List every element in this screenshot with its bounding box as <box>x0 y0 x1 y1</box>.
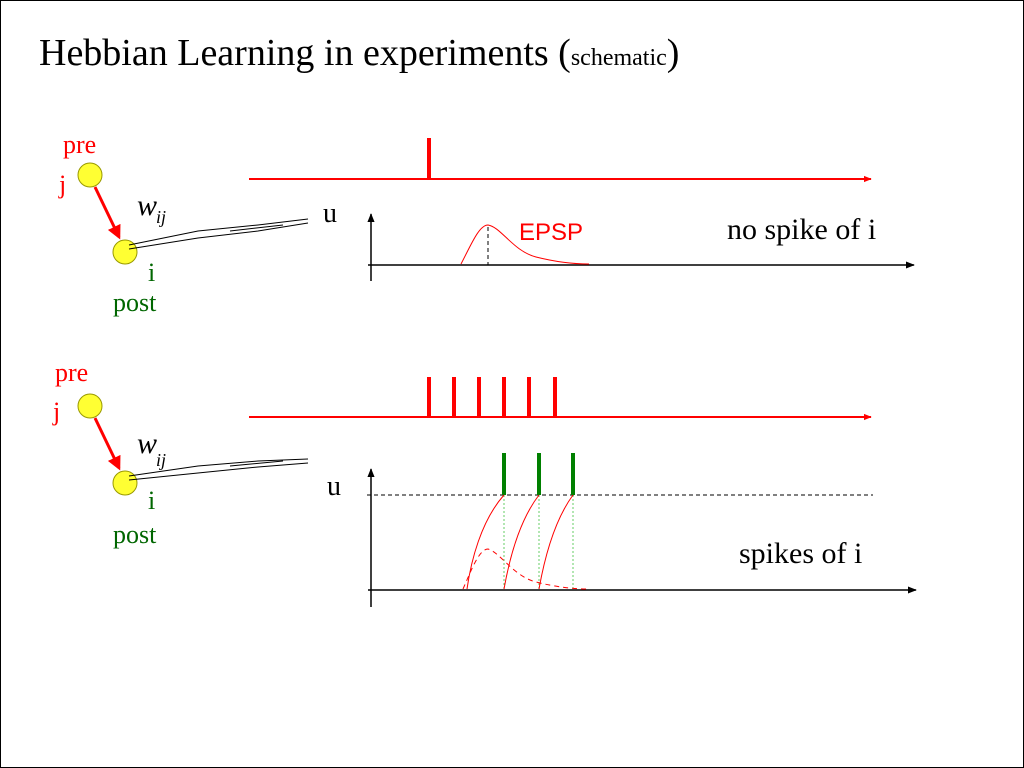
u-axis-label: u <box>327 471 341 502</box>
post-index-label: i <box>148 258 155 287</box>
panel-spikes: pre j w ij i post u <box>52 358 917 607</box>
weight-symbol: w <box>137 427 157 460</box>
post-spike-guides <box>503 495 574 590</box>
caption-spikes: spikes of i <box>739 537 862 570</box>
synapse-arrow <box>93 417 121 471</box>
title-close: ) <box>666 32 680 74</box>
pre-neuron <box>77 162 103 188</box>
title-small: schematic <box>570 45 667 71</box>
page-title: Hebbian Learning in experiments (schemat… <box>39 31 679 75</box>
weight-subscript: ij <box>156 450 166 470</box>
pre-label: pre <box>63 130 96 159</box>
post-index-label: i <box>148 486 155 515</box>
synapse-arrow <box>93 186 121 240</box>
electrode <box>128 218 309 250</box>
title-main: Hebbian Learning in experiments ( <box>39 32 571 74</box>
post-neuron <box>112 470 138 496</box>
epsp-label: EPSP <box>519 219 583 246</box>
u-axis-label: u <box>323 198 337 229</box>
pre-neuron <box>77 393 103 419</box>
post-spike-train <box>502 453 575 495</box>
electrode <box>128 458 309 481</box>
post-label: post <box>113 520 157 549</box>
pre-label: pre <box>55 358 88 387</box>
post-label: post <box>113 288 157 317</box>
pre-index-label: j <box>58 170 66 199</box>
panel-no-spike: pre j w ij i post u EPSP no spike of i <box>58 130 915 317</box>
caption-no-spike: no spike of i <box>727 213 876 246</box>
post-neuron <box>112 239 138 265</box>
membrane-potential-traces <box>462 494 590 590</box>
weight-subscript: ij <box>156 207 166 227</box>
weight-symbol: w <box>137 189 157 222</box>
pre-spike-train <box>427 377 557 417</box>
pre-index-label: j <box>52 397 60 426</box>
epsp-curve <box>460 224 590 265</box>
